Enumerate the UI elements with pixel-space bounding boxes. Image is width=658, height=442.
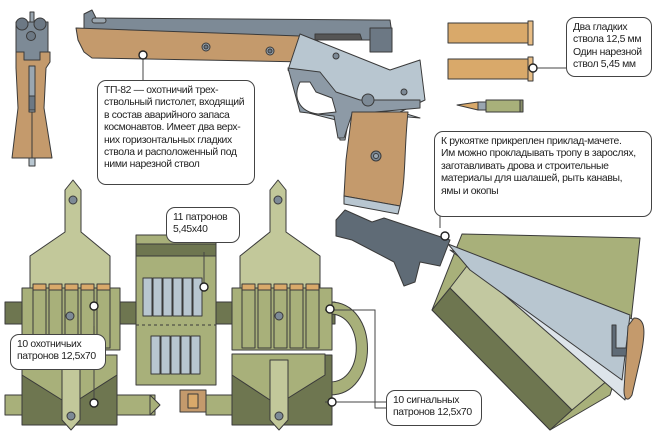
callout-line: заготавливать дрова и строительные — [441, 160, 609, 172]
callout-line: Два гладких — [573, 22, 628, 33]
callout-line: К рукоятке прикреплен приклад-мачете. — [441, 136, 622, 147]
callout-line: ствола 12,5 мм — [573, 34, 642, 46]
hunting-ammo-callout: 10 охотничьих патронов 12,5х70 — [10, 334, 106, 370]
callout-line: Им можно прокладывать тропу в зарослях, — [441, 148, 636, 160]
barrels-callout: Два гладких ствола 12,5 мм Один нарезной… — [566, 17, 652, 77]
connector-dots — [89, 50, 538, 408]
pistol-side-view — [75, 9, 426, 215]
callout-line: ствол 5,45 мм — [573, 59, 636, 71]
callout-line: в состав аварийного запаса — [104, 109, 230, 121]
callout-line: ствола и расположенный под — [104, 147, 237, 159]
callout-line: 10 сигнальных — [393, 395, 460, 406]
callout-line: Один нарезной — [573, 46, 642, 58]
callout-line: них горизонтальных гладких — [104, 134, 232, 146]
callout-line: патронов 12,5х70 — [17, 351, 96, 363]
callout-line: ТП-82 — охотничий трех- — [104, 85, 219, 96]
callout-line: 11 патронов — [173, 212, 228, 223]
callout-line: 5,45х40 — [173, 224, 208, 236]
callout-line: ствольный пистолет, входящий — [104, 97, 245, 109]
machete-stock — [335, 209, 645, 431]
callout-line: космонавтов. Имеет два верх- — [104, 122, 241, 134]
callout-line: материалы для шалашей, рыть канавы, — [441, 173, 623, 185]
pistol-front-view — [11, 11, 53, 167]
callout-line: ямы и окопы — [441, 185, 499, 197]
barrels-illustration — [447, 20, 534, 113]
hunting-ammo-pouch — [21, 179, 121, 431]
signal-ammo-pouch — [231, 179, 333, 431]
callout-line: патронов 12,5х70 — [393, 407, 472, 419]
callout-line: 10 охотничьих — [17, 339, 82, 350]
callout-line: ними нарезной ствол — [104, 159, 200, 171]
signal-ammo-callout: 10 сигнальных патронов 12,5х70 — [386, 390, 482, 426]
rifle-ammo-pouch — [135, 234, 217, 386]
pistol-description-callout: ТП-82 — охотничий трех- ствольный пистол… — [97, 80, 255, 185]
rifle-ammo-callout: 11 патронов 5,45х40 — [166, 207, 240, 243]
machete-stock-callout: К рукоятке прикреплен приклад-мачете. Им… — [434, 131, 652, 217]
